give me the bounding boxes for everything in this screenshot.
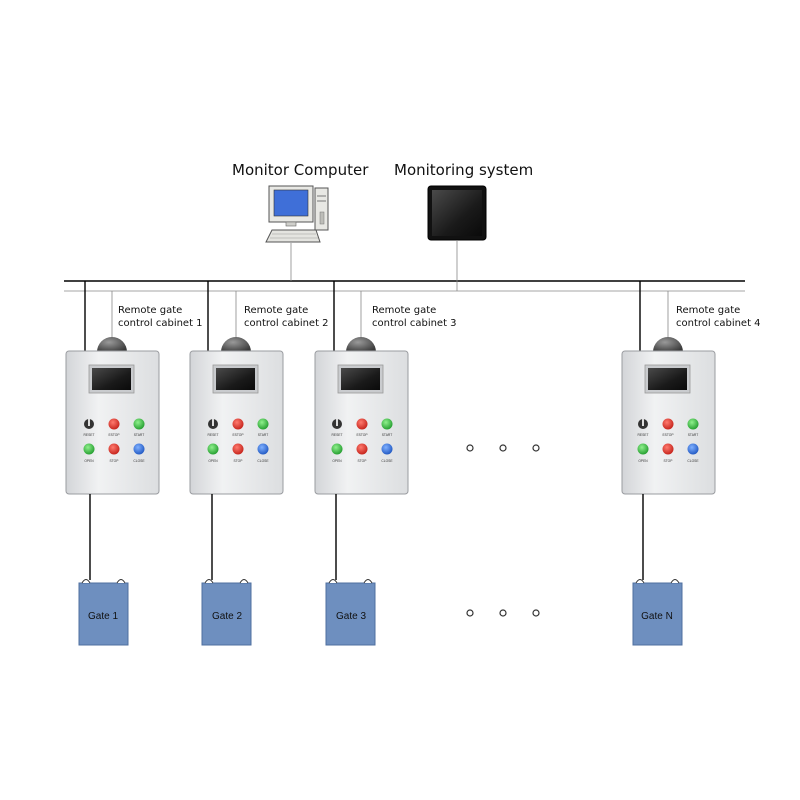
cabinet-label-line2: control cabinet 1	[118, 318, 203, 329]
svg-text:ESTOP: ESTOP	[232, 433, 244, 437]
svg-text:START: START	[382, 433, 393, 437]
monitoring-panel-icon	[427, 185, 487, 241]
start-button	[257, 418, 269, 430]
close-button	[381, 443, 393, 455]
svg-text:OPEN: OPEN	[84, 459, 94, 463]
svg-text:CLOSE: CLOSE	[133, 459, 145, 463]
cabinet-2: Remote gate control cabinet 2 RESET ESTO…	[189, 281, 329, 646]
stop-button	[662, 443, 674, 455]
svg-text:OPEN: OPEN	[208, 459, 218, 463]
cabinet-label-line2: control cabinet 3	[372, 318, 457, 329]
stop-button	[356, 443, 368, 455]
stop-button	[232, 443, 244, 455]
svg-text:STOP: STOP	[234, 459, 244, 463]
gate-label: Gate N	[641, 611, 673, 622]
cabinet-1: Remote gate control cabinet 1 RESET ESTO…	[65, 281, 203, 646]
gate-3: Gate 3	[325, 579, 376, 646]
ellipsis-gates-icon	[466, 609, 540, 617]
gate-2: Gate 2	[201, 579, 252, 646]
svg-text:START: START	[258, 433, 269, 437]
cabinet-screen	[216, 368, 255, 390]
svg-text:CLOSE: CLOSE	[381, 459, 393, 463]
svg-text:START: START	[134, 433, 145, 437]
svg-text:RESET: RESET	[84, 433, 95, 437]
e-stop-button	[662, 418, 674, 430]
reset-key-switch-icon	[638, 419, 648, 429]
start-button	[133, 418, 145, 430]
cabinet-screen	[92, 368, 131, 390]
close-button	[257, 443, 269, 455]
open-button	[637, 443, 649, 455]
signal-lamp-dome-icon	[221, 337, 251, 352]
cabinet-4: Remote gate control cabinet 4 RESET ESTO…	[621, 281, 761, 646]
open-button	[83, 443, 95, 455]
cabinet-label-line1: Remote gate	[372, 305, 436, 316]
start-button	[381, 418, 393, 430]
ellipsis-cabinets-icon	[466, 444, 540, 452]
gate-label: Gate 2	[212, 611, 242, 622]
start-button	[687, 418, 699, 430]
cabinet-screen	[341, 368, 380, 390]
cabinet-label-line2: control cabinet 2	[244, 318, 329, 329]
cabinet-label-line1: Remote gate	[244, 305, 308, 316]
svg-text:RESET: RESET	[208, 433, 219, 437]
svg-text:CLOSE: CLOSE	[687, 459, 699, 463]
stop-button	[108, 443, 120, 455]
svg-text:RESET: RESET	[638, 433, 649, 437]
svg-text:OPEN: OPEN	[332, 459, 342, 463]
svg-text:OPEN: OPEN	[638, 459, 648, 463]
desktop-computer-icon	[265, 185, 329, 243]
close-button	[133, 443, 145, 455]
svg-text:STOP: STOP	[664, 459, 674, 463]
cabinet-screen	[648, 368, 687, 390]
cabinet-label-line1: Remote gate	[676, 305, 740, 316]
open-button	[207, 443, 219, 455]
reset-key-switch-icon	[208, 419, 218, 429]
svg-text:ESTOP: ESTOP	[108, 433, 120, 437]
svg-text:STOP: STOP	[358, 459, 368, 463]
gate-1: Gate 1	[78, 579, 129, 646]
reset-key-switch-icon	[332, 419, 342, 429]
monitor-computer-label: Monitor Computer	[232, 161, 369, 179]
svg-text:ESTOP: ESTOP	[356, 433, 368, 437]
svg-text:START: START	[688, 433, 699, 437]
signal-lamp-dome-icon	[97, 337, 127, 352]
cabinet-3: Remote gate control cabinet 3 RESET ESTO…	[314, 281, 457, 646]
signal-lamp-dome-icon	[346, 337, 376, 352]
e-stop-button	[108, 418, 120, 430]
gate-label: Gate 1	[88, 611, 118, 622]
svg-text:STOP: STOP	[110, 459, 120, 463]
close-button	[687, 443, 699, 455]
e-stop-button	[232, 418, 244, 430]
svg-text:CLOSE: CLOSE	[257, 459, 269, 463]
gate-label: Gate 3	[336, 611, 366, 622]
cabinet-label-line2: control cabinet 4	[676, 318, 761, 329]
reset-key-switch-icon	[84, 419, 94, 429]
gate-n: Gate N	[632, 579, 683, 646]
monitoring-system-label: Monitoring system	[394, 161, 533, 179]
signal-lamp-dome-icon	[653, 337, 683, 352]
svg-text:RESET: RESET	[332, 433, 343, 437]
open-button	[331, 443, 343, 455]
e-stop-button	[356, 418, 368, 430]
svg-text:ESTOP: ESTOP	[662, 433, 674, 437]
cabinet-label-line1: Remote gate	[118, 305, 182, 316]
